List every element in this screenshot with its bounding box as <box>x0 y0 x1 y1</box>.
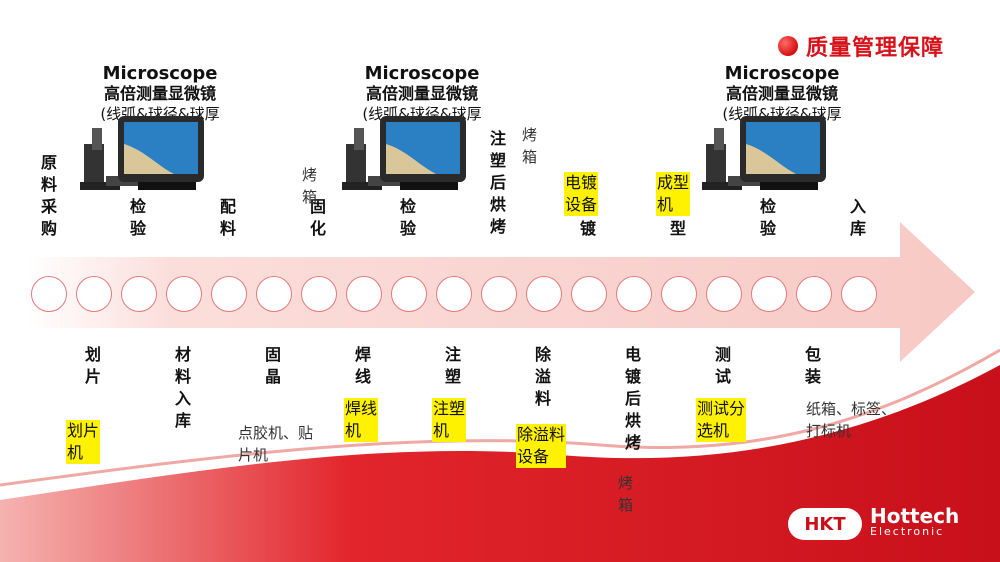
microscope-zh: 高倍测量显微镜 <box>725 84 838 103</box>
process-node-circle <box>706 276 742 312</box>
top-step-label: 注 塑 后 烘 烤 <box>489 129 506 236</box>
process-node-circle <box>166 276 202 312</box>
process-node-circle <box>76 276 112 312</box>
top-step-label: 配 料 <box>219 197 236 238</box>
process-node-circle <box>346 276 382 312</box>
top-step-label: 入 库 <box>849 197 866 238</box>
bottom-step-label: 包 装 <box>804 345 821 386</box>
logo-name: Hottech <box>870 504 960 528</box>
process-node-circle <box>256 276 292 312</box>
top-step-label: 固 化 <box>309 197 326 238</box>
bottom-note-oven: 烤 箱 <box>618 474 634 514</box>
process-node-circle <box>616 276 652 312</box>
bottom-note-packing: 纸箱、标签、 打标机 <box>806 400 897 440</box>
microscope-zh: 高倍测量显微镜 <box>365 84 478 103</box>
process-node-circle <box>841 276 877 312</box>
microscope-title-3: Microscope 高倍测量显微镜 (线弧&球径&球厚 <box>702 64 862 124</box>
bottom-note-dispenser: 点胶机、贴 片机 <box>238 424 314 464</box>
logo-sub: Electronic <box>870 525 945 538</box>
bottom-step-label: 注 塑 <box>444 345 461 386</box>
page-title-wrap: 质量管理保障 <box>778 30 944 62</box>
microscope-zh: 高倍测量显微镜 <box>103 84 216 103</box>
process-node-circle <box>301 276 337 312</box>
bottom-equipment-bonding: 焊线 机 <box>344 398 379 442</box>
logo-text: Hottech Electronic <box>870 504 960 540</box>
process-node-circle <box>481 276 517 312</box>
microscope-image <box>702 116 826 190</box>
process-node-circle <box>121 276 157 312</box>
bottom-step-label: 固 晶 <box>264 345 281 386</box>
process-node-circle <box>751 276 787 312</box>
bottom-step-label: 划 片 <box>84 345 101 386</box>
process-node-circle <box>391 276 427 312</box>
page-title: 质量管理保障 <box>806 36 945 61</box>
top-note-oven: 烤 箱 <box>302 166 318 206</box>
company-logo: HKT Hottech Electronic <box>788 504 960 540</box>
process-node-circle <box>436 276 472 312</box>
top-note-oven: 烤 箱 <box>522 126 538 166</box>
microscope-image <box>80 116 204 190</box>
bottom-equipment-molding: 注塑 机 <box>432 398 467 442</box>
top-step-label: 原 料 采 购 <box>40 153 57 238</box>
bottom-step-label: 除 溢 料 <box>534 345 551 408</box>
bottom-step-label: 材 料 入 库 <box>174 345 191 430</box>
microscope-en: Microscope <box>364 63 480 84</box>
bottom-equipment-tester: 测试分 选机 <box>696 398 747 442</box>
top-step-label: 检 验 <box>399 197 416 238</box>
bottom-step-label: 测 试 <box>714 345 731 386</box>
process-node-circle <box>31 276 67 312</box>
process-node-circle <box>661 276 697 312</box>
logo-badge: HKT <box>788 508 862 540</box>
process-node-circle <box>211 276 247 312</box>
top-step-label: 检 验 <box>129 197 146 238</box>
microscope-image <box>342 116 466 190</box>
bottom-step-label: 电 镀 后 烘 烤 <box>624 345 641 452</box>
process-node-circle <box>796 276 832 312</box>
bottom-step-label: 焊 线 <box>354 345 371 386</box>
bottom-equipment-deflash: 除溢料 设备 <box>516 424 567 468</box>
title-dot-icon <box>778 36 798 56</box>
process-node-circle <box>526 276 562 312</box>
bottom-equipment-dicing: 划片 机 <box>66 420 101 464</box>
top-step-label: 检 验 <box>759 197 776 238</box>
process-node-circle <box>571 276 607 312</box>
top-equipment-forming: 成型 机 <box>656 172 691 216</box>
microscope-en: Microscope <box>102 63 218 84</box>
microscope-en: Microscope <box>724 63 840 84</box>
top-equipment-plating: 电镀 设备 <box>564 172 599 216</box>
top-step-label: 镀 <box>579 219 596 238</box>
